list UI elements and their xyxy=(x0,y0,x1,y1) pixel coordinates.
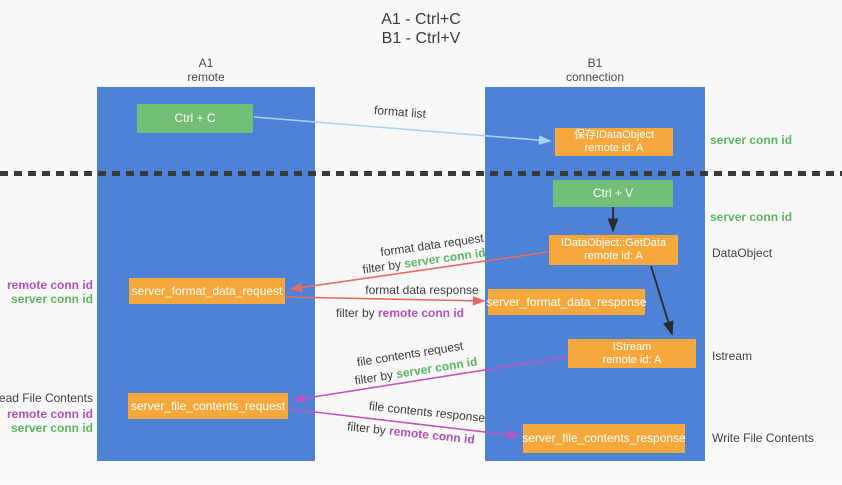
node-server-file-contents-response: server_file_contents_response xyxy=(522,424,686,453)
node-server-format-data-response: server_format_data_response xyxy=(486,289,647,315)
node-server-format-data-request: server_format_data_request xyxy=(129,278,285,304)
side-label-server-conn-id-ctrlv: server conn id xyxy=(710,210,793,224)
column-a1-name: A1 xyxy=(198,56,214,70)
column-b1-name: B1 xyxy=(587,56,603,70)
column-b1-role: connection xyxy=(565,70,625,84)
column-header-a1: A1 remote xyxy=(97,56,315,84)
node-ctrl-c: Ctrl + C xyxy=(137,104,253,133)
node-idataobject-getdata-line2: remote id: A xyxy=(584,250,643,262)
label-filter-format-response: filter by remote conn id xyxy=(336,306,464,320)
column-header-b1: B1 connection xyxy=(485,56,705,84)
node-idataobject-getdata-line1: IDataObject::GetData xyxy=(560,237,667,249)
title-line-2: B1 - Ctrl+V xyxy=(381,30,461,47)
label-file-contents-response: file contents response xyxy=(368,398,486,426)
node-server-format-data-response-label: server_format_data_response xyxy=(486,294,647,309)
side-label-remote-conn-id-file: remote conn id xyxy=(6,407,93,421)
node-server-file-contents-request: server_file_contents_request xyxy=(128,393,288,419)
node-save-dataobject: 保存IDataObject remote id: A xyxy=(555,128,673,156)
node-idataobject-getdata: IDataObject::GetData remote id: A xyxy=(549,235,678,265)
side-label-group-file: remote conn id server conn id xyxy=(7,407,93,435)
arrow-format-data-response xyxy=(285,295,486,306)
filter-prefix: filter by xyxy=(335,306,378,320)
session-divider-dashed-line xyxy=(0,171,842,176)
label-format-data-response: format data response xyxy=(365,283,479,297)
side-label-write-file-contents: Write File Contents xyxy=(712,431,814,445)
side-label-istream: Istream xyxy=(712,349,753,363)
side-label-server-conn-id-format: server conn id xyxy=(10,292,93,306)
node-istream: IStream remote id: A xyxy=(568,339,696,368)
filter-prefix: filter by xyxy=(353,367,398,388)
node-ctrl-c-label: Ctrl + C xyxy=(174,111,216,125)
node-istream-line1: IStream xyxy=(612,340,652,353)
filter-key-remote-conn-id: remote conn id xyxy=(378,306,465,320)
filter-prefix: filter by xyxy=(346,419,390,438)
side-label-read-file-contents: Read File Contents xyxy=(0,391,93,405)
node-ctrl-v: Ctrl + V xyxy=(553,180,673,207)
side-label-group-format: remote conn id server conn id xyxy=(7,278,93,306)
node-server-file-contents-request-label: server_file_contents_request xyxy=(130,398,286,413)
side-label-dataobject: DataObject xyxy=(712,246,773,260)
side-label-server-conn-id-file: server conn id xyxy=(10,421,93,435)
side-label-server-conn-id-save: server conn id xyxy=(710,133,793,147)
side-label-remote-conn-id-format: remote conn id xyxy=(6,278,93,292)
node-server-format-data-request-label: server_format_data_request xyxy=(131,283,283,298)
node-save-dataobject-line2: remote id: A xyxy=(584,142,644,154)
diagram-title: A1 - Ctrl+C B1 - Ctrl+V xyxy=(0,10,842,48)
filter-key-remote-conn-id: remote conn id xyxy=(388,423,476,447)
node-server-file-contents-response-label: server_file_contents_response xyxy=(522,431,686,445)
node-ctrl-v-label: Ctrl + V xyxy=(592,186,634,200)
label-format-list: format list xyxy=(373,102,427,122)
column-a1-role: remote xyxy=(187,70,225,84)
title-line-1: A1 - Ctrl+C xyxy=(381,11,461,28)
node-istream-line2: remote id: A xyxy=(602,353,662,366)
filter-prefix: filter by xyxy=(361,256,406,277)
label-filter-file-response: filter by remote conn id xyxy=(347,419,476,446)
node-save-dataobject-line1: 保存IDataObject xyxy=(573,129,655,141)
